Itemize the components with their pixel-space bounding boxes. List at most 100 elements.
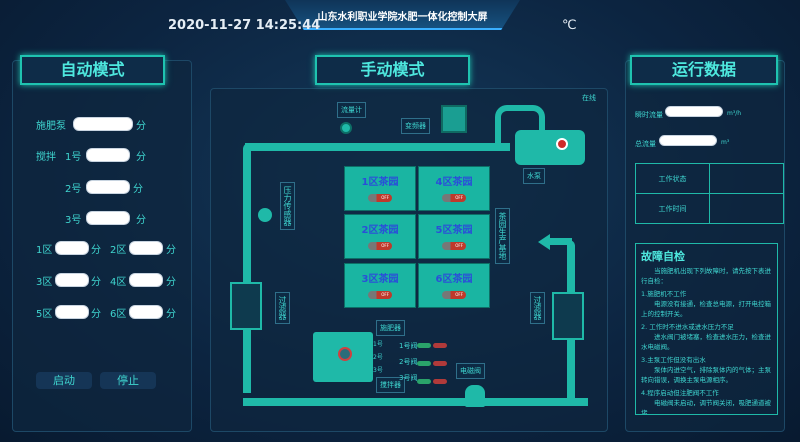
zone-5-toggle[interactable]: OFF bbox=[442, 242, 466, 250]
status-table: 工作状态 工作时间 bbox=[635, 163, 784, 224]
page-title: 山东水利职业学院水肥一体化控制大屏 bbox=[317, 12, 488, 23]
fault-item-detail: 电源没有接通，检查总电源，打开电控箱上的控制开关。 bbox=[641, 300, 771, 318]
zone-5-card: 5区茶园 OFF bbox=[418, 214, 490, 259]
pipe-top bbox=[245, 143, 510, 151]
inst-flow-value bbox=[665, 106, 723, 117]
stirrer-label: 搅拌器 bbox=[376, 377, 405, 393]
unit-label: 分 bbox=[136, 121, 146, 132]
filter-left-icon bbox=[230, 282, 262, 330]
temperature: ℃ bbox=[562, 18, 577, 33]
unit-label: 分 bbox=[91, 245, 101, 256]
fault-item-detail: 电磁阀未启动，调节阀关闭，吸肥通道被堵 bbox=[641, 399, 771, 415]
auto-mode-title: 自动模式 bbox=[20, 55, 165, 85]
stop-button[interactable]: 停止 bbox=[100, 372, 156, 389]
fault-check-box: 故障自检 当施肥机出现下列故障时，请先按下表进行自检： 1.施肥机不工作 电源没… bbox=[635, 243, 778, 415]
filter-left-label: 过滤器 bbox=[275, 292, 290, 324]
unit-label: 分 bbox=[166, 245, 176, 256]
base-label: 茶园生产基地 bbox=[495, 208, 510, 264]
pump-pipe-icon bbox=[495, 105, 545, 150]
return-arrow-pipe bbox=[550, 238, 572, 245]
valve-3-on-button[interactable] bbox=[417, 379, 431, 384]
zone-name: 1区茶园 bbox=[361, 177, 399, 188]
pipe-bottom bbox=[243, 398, 588, 406]
total-flow-label: 总流量 bbox=[635, 140, 656, 148]
filter-right-label: 过滤器 bbox=[530, 292, 545, 324]
zone-6-toggle[interactable]: OFF bbox=[442, 291, 466, 299]
total-flow-unit: m³ bbox=[721, 139, 730, 146]
solenoid-label: 电磁阀 bbox=[456, 363, 485, 379]
fault-item-detail: 进水阀门被堵塞，检查进水压力，检查进水电磁阀。 bbox=[641, 333, 771, 351]
unit-label: 分 bbox=[166, 277, 176, 288]
fert-pump-input[interactable] bbox=[73, 117, 133, 131]
valve-2-on-button[interactable] bbox=[417, 361, 431, 366]
work-time-value bbox=[709, 193, 784, 224]
run-data-title: 运行数据 bbox=[630, 55, 778, 85]
pump-stop-icon[interactable] bbox=[556, 138, 568, 150]
stirrer-icon bbox=[338, 347, 352, 361]
unit-label: 分 bbox=[91, 277, 101, 288]
fault-intro: 当施肥机出现下列故障时，请先按下表进行自检： bbox=[641, 267, 771, 285]
zone-1-card: 1区茶园 OFF bbox=[344, 166, 416, 211]
stir-3-input[interactable] bbox=[86, 211, 130, 225]
zone-3-toggle[interactable]: OFF bbox=[368, 291, 392, 299]
stir-2-input[interactable] bbox=[86, 180, 130, 194]
top-bar: 山东水利职业学院水肥一体化控制大屏 2020-11-27 14:25:44 ℃ bbox=[0, 0, 800, 40]
inst-flow-unit: m³/h bbox=[727, 110, 742, 117]
inverter-icon bbox=[441, 105, 467, 133]
zone-3-card: 3区茶园 OFF bbox=[344, 263, 416, 308]
solenoid-valve-icon[interactable] bbox=[465, 385, 485, 407]
zone-1-label: 1区 bbox=[36, 245, 53, 256]
zone-4-input[interactable] bbox=[129, 273, 163, 287]
pressure-sensor-icon bbox=[258, 208, 272, 222]
zone-5-input[interactable] bbox=[55, 305, 89, 319]
run-data-panel bbox=[625, 60, 785, 432]
zone-4-label: 4区 bbox=[110, 277, 127, 288]
valve-3-off-button[interactable] bbox=[433, 379, 447, 384]
stir-1-input[interactable] bbox=[86, 148, 130, 162]
unit-label: 分 bbox=[136, 152, 146, 163]
work-status-label: 工作状态 bbox=[635, 163, 710, 194]
unit-label: 分 bbox=[91, 309, 101, 320]
work-time-label: 工作时间 bbox=[635, 193, 710, 224]
tank-valve-1[interactable]: 1号 bbox=[373, 341, 383, 348]
zone-2-card: 2区茶园 OFF bbox=[344, 214, 416, 259]
zone-1-toggle[interactable]: OFF bbox=[368, 194, 392, 202]
zone-name: 3区茶园 bbox=[361, 274, 399, 285]
manual-mode-title: 手动模式 bbox=[315, 55, 470, 85]
fault-item-heading: 1.施肥机不工作 bbox=[641, 290, 687, 298]
zone-3-label: 3区 bbox=[36, 277, 53, 288]
pump-label: 水泵 bbox=[523, 168, 545, 184]
pressure-sensor-label: 压力传感器 bbox=[280, 182, 295, 230]
zone-name: 6区茶园 bbox=[435, 274, 473, 285]
unit-label: 分 bbox=[166, 309, 176, 320]
fault-item-heading: 2. 工作时不进水或进水压力不足 bbox=[641, 323, 734, 331]
valve-1-off-button[interactable] bbox=[433, 343, 447, 348]
datetime: 2020-11-27 14:25:44 bbox=[168, 18, 321, 33]
fault-item-heading: 3.主泵工作但没有出水 bbox=[641, 356, 706, 364]
fault-title: 故障自检 bbox=[641, 250, 685, 263]
stir-2-label: 2号 bbox=[65, 184, 82, 195]
valve-1-on-button[interactable] bbox=[417, 343, 431, 348]
valve-3-label: 3号阀 bbox=[399, 374, 418, 382]
flowmeter-icon bbox=[340, 122, 352, 134]
fault-item-heading: 4.程序启动但注肥阀不工作 bbox=[641, 389, 719, 397]
zone-2-label: 2区 bbox=[110, 245, 127, 256]
tank-valve-3[interactable]: 3号 bbox=[373, 367, 383, 374]
zone-1-input[interactable] bbox=[55, 241, 89, 255]
flowmeter-label: 流量计 bbox=[337, 102, 366, 118]
zone-6-input[interactable] bbox=[129, 305, 163, 319]
tank-valve-2[interactable]: 2号 bbox=[373, 354, 383, 361]
start-button[interactable]: 启动 bbox=[36, 372, 92, 389]
inverter-label: 变频器 bbox=[401, 118, 430, 134]
unit-label: 分 bbox=[133, 184, 143, 195]
valve-2-off-button[interactable] bbox=[433, 361, 447, 366]
fertilizer-label: 施肥器 bbox=[376, 320, 405, 336]
zone-4-toggle[interactable]: OFF bbox=[442, 194, 466, 202]
zone-name: 5区茶园 bbox=[435, 225, 473, 236]
zone-name: 2区茶园 bbox=[361, 225, 399, 236]
total-flow-value bbox=[659, 135, 717, 146]
zone-2-toggle[interactable]: OFF bbox=[368, 242, 392, 250]
zone-3-input[interactable] bbox=[55, 273, 89, 287]
zone-2-input[interactable] bbox=[129, 241, 163, 255]
valve-2-label: 2号阀 bbox=[399, 358, 418, 366]
